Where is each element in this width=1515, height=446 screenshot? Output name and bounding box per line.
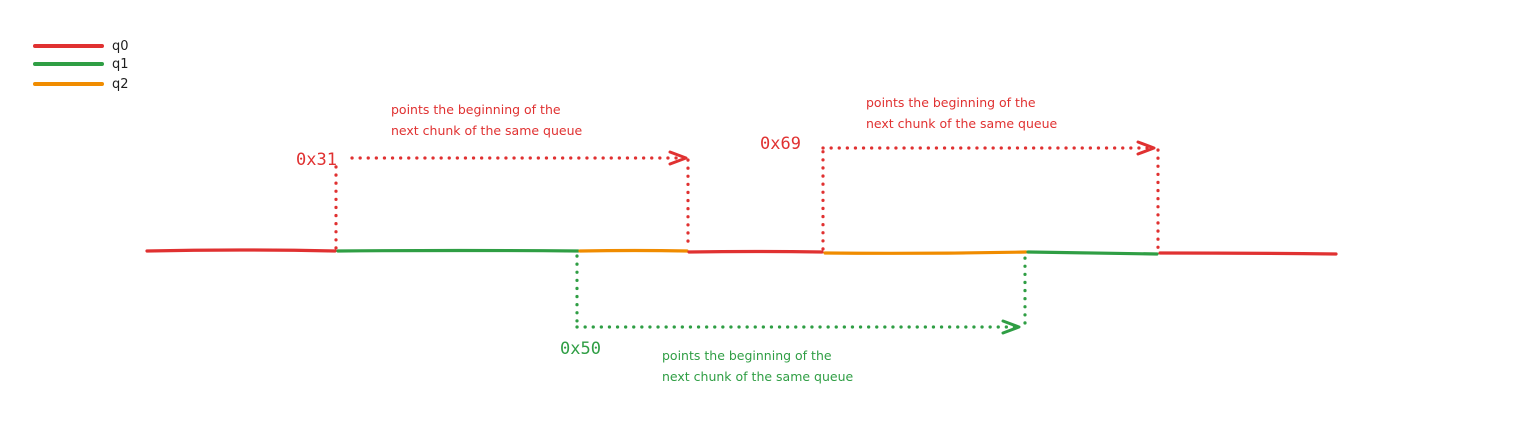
segment-q1-2 — [1026, 250, 1159, 256]
pointer-0x69: 0x69 points the beginning of the next ch… — [760, 95, 1160, 252]
note-line-2: next chunk of the same queue — [866, 116, 1058, 131]
note-line-1: points the beginning of the — [866, 95, 1036, 110]
segment-q2-1 — [578, 248, 689, 253]
segment-q0-3 — [1158, 251, 1338, 256]
legend-label-q2: q2 — [112, 77, 129, 92]
arrow-head-icon — [668, 150, 688, 166]
note-line-2: next chunk of the same queue — [391, 123, 583, 138]
segment-q0-1 — [145, 248, 337, 253]
address-label: 0x69 — [760, 134, 801, 154]
address-label: 0x50 — [560, 339, 601, 359]
pointer-0x50: 0x50 points the beginning of the next ch… — [560, 254, 1027, 384]
legend-label-q0: q0 — [112, 39, 129, 54]
pointer-0x31: 0x31 points the beginning of the next ch… — [296, 102, 690, 250]
legend: q0 q1 q2 — [33, 39, 129, 92]
note-line-2: next chunk of the same queue — [662, 369, 854, 384]
segment-q2-2 — [823, 250, 1028, 255]
legend-label-q1: q1 — [112, 57, 129, 72]
note-line-1: points the beginning of the — [662, 348, 832, 363]
address-label: 0x31 — [296, 150, 337, 170]
segment-q1-1 — [336, 248, 580, 253]
memory-timeline — [145, 248, 1338, 256]
arrow-head-icon — [1136, 140, 1156, 156]
note-line-1: points the beginning of the — [391, 102, 561, 117]
segment-q0-2 — [687, 249, 824, 254]
arrow-head-icon — [1001, 319, 1021, 335]
